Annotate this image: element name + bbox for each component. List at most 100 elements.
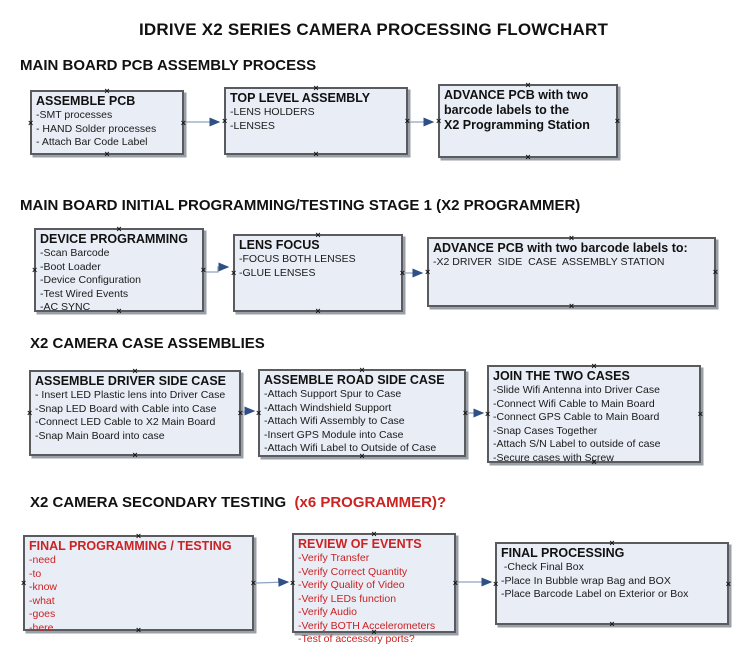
- node-lines: -Verify Transfer-Verify Correct Quantity…: [298, 552, 450, 647]
- node-lines: -FOCUS BOTH LENSES-GLUE LENSES: [239, 253, 397, 280]
- connection-anchor-icon[interactable]: ×: [399, 268, 405, 278]
- section-header-secondary-testing-black: X2 CAMERA SECONDARY TESTING: [30, 494, 295, 511]
- section-header-secondary-testing-red: (x6 PROGRAMMER)?: [294, 494, 447, 511]
- connection-anchor-icon[interactable]: ×: [313, 83, 319, 93]
- node-line: -Test Wired Events: [40, 287, 129, 300]
- connection-anchor-icon[interactable]: ×: [104, 149, 110, 159]
- connection-anchor-icon[interactable]: ×: [525, 152, 531, 162]
- connection-anchor-icon[interactable]: ×: [250, 578, 256, 588]
- node-title: LENS FOCUS: [239, 238, 320, 252]
- node-join-the-two-cases[interactable]: JOIN THE TWO CASES -Slide Wifi Antenna i…: [485, 361, 703, 467]
- connection-anchor-icon[interactable]: ×: [135, 625, 142, 635]
- connection-anchor-icon[interactable]: ×: [525, 80, 531, 90]
- connection-anchor-icon[interactable]: ×: [359, 365, 365, 375]
- connector-arrow: [206, 262, 230, 273]
- connection-anchor-icon[interactable]: ×: [132, 366, 138, 376]
- node-line: -Place In Bubble wrap Bag and BOX: [501, 574, 671, 587]
- node-line: -Snap LED Board with Cable into Case: [35, 402, 217, 415]
- node-lines: - Insert LED Plastic lens into Driver Ca…: [35, 389, 235, 443]
- node-advance-pcb-programming-station[interactable]: ADVANCE PCB with two barcode labels to t…: [436, 80, 620, 162]
- connection-anchor-icon[interactable]: ×: [315, 230, 321, 240]
- node-title: FINAL PROCESSING: [501, 546, 625, 560]
- node-final-processing[interactable]: FINAL PROCESSING -Check Final Box-Place …: [493, 538, 731, 629]
- section-header-case-assemblies: X2 CAMERA CASE ASSEMBLIES: [30, 335, 265, 352]
- node-lines: -Slide Wifi Antenna into Driver Case-Con…: [493, 384, 695, 465]
- node-line: -Device Configuration: [40, 274, 141, 286]
- connection-anchor-icon[interactable]: ×: [697, 409, 703, 419]
- node-title: ASSEMBLE PCB: [36, 94, 136, 108]
- node-line: -Check Final Box: [501, 561, 584, 573]
- connection-anchor-icon[interactable]: ×: [609, 538, 615, 548]
- connection-anchor-icon[interactable]: ×: [462, 408, 468, 418]
- node-line: -what: [29, 594, 55, 607]
- node-line: - Insert LED Plastic lens into Driver Ca…: [35, 389, 226, 401]
- connection-anchor-icon[interactable]: ×: [256, 408, 262, 418]
- connection-anchor-icon[interactable]: ×: [591, 361, 597, 371]
- connection-anchor-icon[interactable]: ×: [290, 578, 296, 588]
- connection-anchor-icon[interactable]: ×: [231, 268, 237, 278]
- connection-anchor-icon[interactable]: ×: [568, 301, 575, 311]
- node-assemble-pcb[interactable]: ASSEMBLE PCB -SMT processes- HAND Solder…: [28, 86, 186, 159]
- node-device-programming[interactable]: DEVICE PROGRAMMING -Scan Barcode-Boot Lo…: [32, 224, 206, 316]
- node-line: -Attach S/N Label to outside of case: [493, 438, 661, 450]
- connection-anchor-icon[interactable]: ×: [712, 267, 718, 277]
- connection-anchor-icon[interactable]: ×: [404, 116, 410, 126]
- connection-anchor-icon[interactable]: ×: [200, 265, 206, 275]
- node-line: -SMT processes: [36, 109, 113, 121]
- node-line: -LENSES: [230, 119, 275, 132]
- connection-anchor-icon[interactable]: ×: [315, 306, 321, 316]
- node-line: -Attach Windshield Support: [264, 401, 392, 414]
- connection-anchor-icon[interactable]: ×: [32, 265, 38, 275]
- connection-anchor-icon[interactable]: ×: [116, 224, 122, 234]
- connection-anchor-icon[interactable]: ×: [725, 578, 731, 589]
- connection-anchor-icon[interactable]: ×: [313, 149, 319, 159]
- node-assemble-road-side-case[interactable]: ASSEMBLE ROAD SIDE CASE -Attach Support …: [256, 365, 468, 461]
- connection-anchor-icon[interactable]: ×: [21, 578, 27, 588]
- connection-anchor-icon[interactable]: ×: [132, 450, 138, 460]
- node-line: -Verify Quality of Video: [298, 579, 405, 591]
- connection-anchor-icon[interactable]: ×: [485, 409, 491, 419]
- connection-anchor-icon[interactable]: ×: [371, 627, 377, 637]
- connection-anchor-icon[interactable]: ×: [28, 117, 34, 128]
- node-line: -Insert GPS Module into Case: [264, 428, 404, 441]
- node-final-programming-testing[interactable]: FINAL PROGRAMMING / TESTING -need-to-kno…: [21, 531, 256, 635]
- connector-arrow: [243, 406, 256, 416]
- connection-anchor-icon[interactable]: ×: [425, 267, 431, 277]
- connection-anchor-icon[interactable]: ×: [493, 578, 499, 589]
- node-line: -Attach Wifi Label to Outside of Case: [264, 442, 437, 454]
- node-title: ASSEMBLE ROAD SIDE CASE: [264, 373, 445, 387]
- node-assemble-driver-side-case[interactable]: ASSEMBLE DRIVER SIDE CASE - Insert LED P…: [27, 366, 243, 460]
- node-review-of-events[interactable]: REVIEW OF EVENTS -Verify Transfer-Verify…: [290, 529, 458, 646]
- node-line: -Slide Wifi Antenna into Driver Case: [493, 384, 660, 396]
- node-top-level-assembly[interactable]: TOP LEVEL ASSEMBLY -LENS HOLDERS-LENSES …: [222, 83, 410, 159]
- connection-anchor-icon[interactable]: ×: [27, 408, 33, 418]
- node-line: -Secure cases with Screw: [493, 451, 614, 464]
- connection-anchor-icon[interactable]: ×: [222, 116, 228, 126]
- section-header-pcb-assembly: MAIN BOARD PCB ASSEMBLY PROCESS: [20, 57, 317, 74]
- node-title: DEVICE PROGRAMMING: [40, 232, 188, 246]
- connection-anchor-icon[interactable]: ×: [614, 116, 620, 126]
- node-line: -LENS HOLDERS: [230, 106, 315, 118]
- section-header-secondary-testing: X2 CAMERA SECONDARY TESTING (x6 PROGRAMM…: [30, 494, 446, 511]
- connection-anchor-icon[interactable]: ×: [591, 457, 597, 467]
- node-line: -here: [29, 621, 54, 634]
- node-lines: -Check Final Box-Place In Bubble wrap Ba…: [501, 561, 723, 602]
- connection-anchor-icon[interactable]: ×: [104, 86, 110, 96]
- node-line: -FOCUS BOTH LENSES: [239, 253, 356, 265]
- node-lines: -LENS HOLDERS-LENSES: [230, 106, 402, 133]
- connection-anchor-icon[interactable]: ×: [452, 578, 458, 588]
- node-advance-pcb-driver-side-station[interactable]: ADVANCE PCB with two barcode labels to: …: [425, 233, 718, 311]
- connection-anchor-icon[interactable]: ×: [180, 117, 186, 128]
- node-line: -Verify Correct Quantity: [298, 565, 408, 578]
- node-lens-focus[interactable]: LENS FOCUS -FOCUS BOTH LENSES-GLUE LENSE…: [231, 230, 405, 316]
- connection-anchor-icon[interactable]: ×: [359, 451, 365, 461]
- node-lines: -Attach Support Spur to Case-Attach Wind…: [264, 388, 460, 456]
- connection-anchor-icon[interactable]: ×: [116, 306, 122, 316]
- connection-anchor-icon[interactable]: ×: [237, 408, 243, 418]
- connection-anchor-icon[interactable]: ×: [135, 531, 142, 541]
- connection-anchor-icon[interactable]: ×: [436, 116, 442, 126]
- connection-anchor-icon[interactable]: ×: [371, 529, 377, 539]
- connection-anchor-icon[interactable]: ×: [568, 233, 575, 243]
- node-line: -AC SYNC: [40, 301, 91, 313]
- connection-anchor-icon[interactable]: ×: [609, 619, 615, 629]
